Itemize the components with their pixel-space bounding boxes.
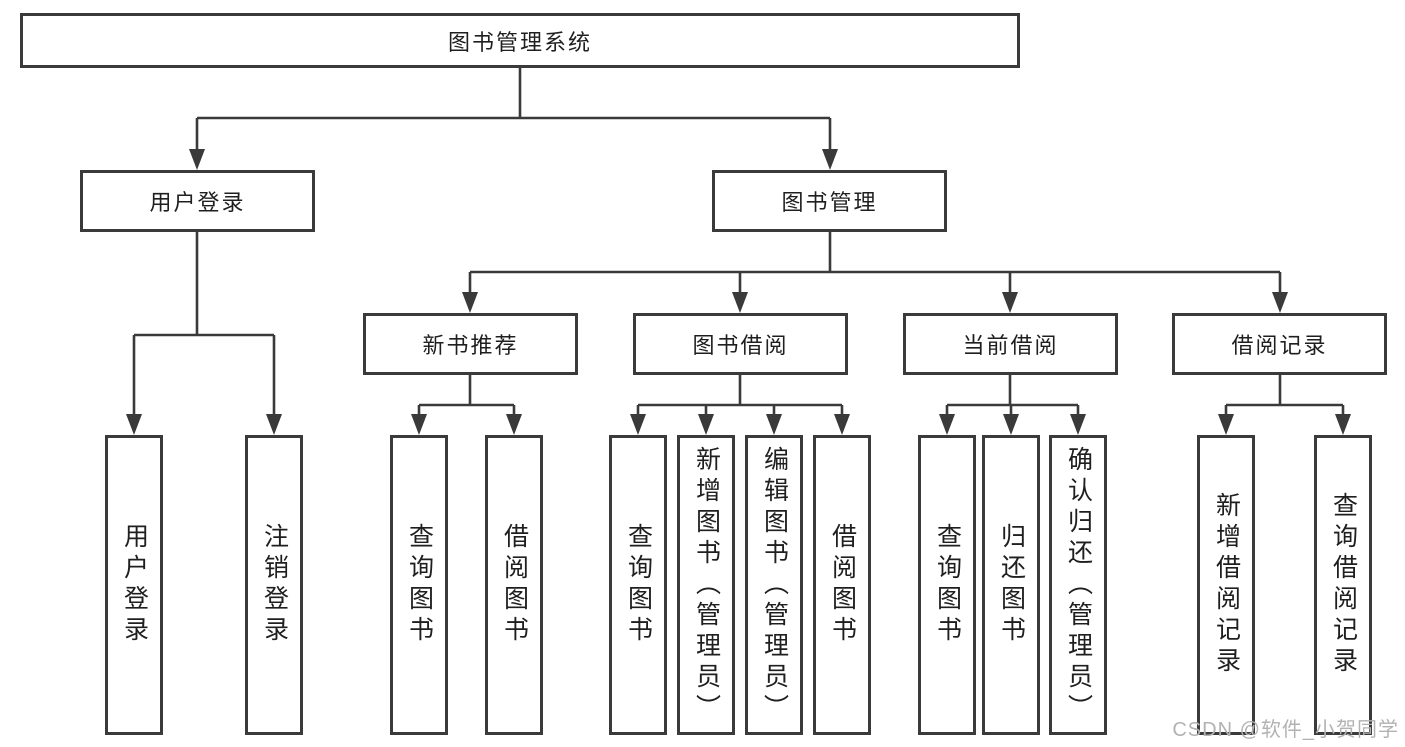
node-label: 新书推荐 bbox=[422, 333, 519, 358]
node-book-management: 图书管理 bbox=[712, 170, 947, 232]
connector-newbooks-to-leaves bbox=[411, 375, 522, 435]
node-label: 借阅记录 bbox=[1231, 333, 1328, 358]
node-label: 图书管理系统 bbox=[447, 29, 592, 55]
connector-borrowing-to-leaves bbox=[630, 375, 850, 435]
leaf-label: 查询图书 bbox=[933, 523, 962, 647]
leaf-logout: 注销登录 bbox=[245, 435, 303, 735]
node-borrow-records: 借阅记录 bbox=[1172, 313, 1387, 375]
connector-userlogin-to-leaves bbox=[126, 232, 282, 435]
leaf-label: 新增借阅记录 bbox=[1212, 492, 1241, 678]
leaf-newbooks-borrow-books: 借阅图书 bbox=[485, 435, 543, 735]
connector-current-to-leaves bbox=[939, 375, 1086, 435]
connector-bookmgmt-to-level3 bbox=[462, 232, 1288, 313]
leaf-user-login: 用户登录 bbox=[105, 435, 163, 735]
leaf-label: 归还图书 bbox=[997, 523, 1026, 647]
leaf-records-query-record: 查询借阅记录 bbox=[1314, 435, 1372, 735]
leaf-label: 查询图书 bbox=[405, 523, 434, 647]
leaf-borrowing-borrow-books: 借阅图书 bbox=[813, 435, 871, 735]
leaf-current-query-books: 查询图书 bbox=[918, 435, 976, 735]
leaf-borrowing-add-books-admin: 新增图书（管理员） bbox=[677, 435, 735, 735]
node-label: 图书借阅 bbox=[692, 333, 789, 358]
leaf-borrowing-query-books: 查询图书 bbox=[609, 435, 667, 735]
leaf-label: 查询借阅记录 bbox=[1329, 492, 1358, 678]
leaf-label: 新增图书（管理员） bbox=[692, 445, 721, 725]
node-label: 当前借阅 bbox=[962, 333, 1059, 358]
connector-records-to-leaves bbox=[1218, 375, 1351, 435]
leaf-label: 确认归还（管理员） bbox=[1064, 445, 1093, 725]
leaf-label: 查询图书 bbox=[624, 523, 653, 647]
leaf-label: 用户登录 bbox=[120, 523, 149, 647]
leaf-label: 注销登录 bbox=[260, 523, 289, 647]
leaf-label: 借阅图书 bbox=[500, 523, 529, 647]
leaf-label: 借阅图书 bbox=[828, 523, 857, 647]
leaf-records-add-record: 新增借阅记录 bbox=[1197, 435, 1255, 735]
node-book-borrowing: 图书借阅 bbox=[633, 313, 848, 375]
node-new-book-recommend: 新书推荐 bbox=[363, 313, 578, 375]
leaf-newbooks-query-books: 查询图书 bbox=[390, 435, 448, 735]
connector-root-to-level2 bbox=[189, 68, 838, 170]
node-current-borrowing: 当前借阅 bbox=[903, 313, 1118, 375]
node-library-management-system: 图书管理系统 bbox=[20, 13, 1020, 68]
leaf-borrowing-edit-books-admin: 编辑图书（管理员） bbox=[745, 435, 803, 735]
leaf-current-confirm-return-admin: 确认归还（管理员） bbox=[1049, 435, 1107, 735]
node-label: 图书管理 bbox=[781, 190, 878, 215]
leaf-current-return-books: 归还图书 bbox=[982, 435, 1040, 735]
node-user-login: 用户登录 bbox=[80, 170, 315, 232]
csdn-watermark: CSDN @软件_小贺同学 bbox=[1172, 719, 1399, 741]
node-label: 用户登录 bbox=[149, 190, 246, 215]
leaf-label: 编辑图书（管理员） bbox=[760, 445, 789, 725]
